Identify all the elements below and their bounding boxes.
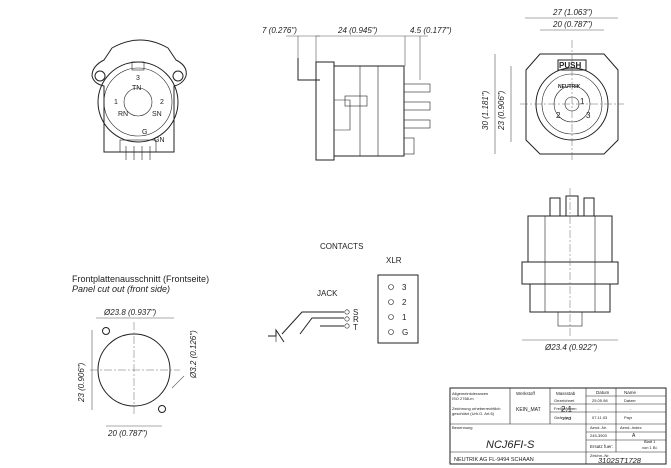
- end-dim-label: 23 (0.906"): [497, 90, 506, 131]
- end-pin-label: 1: [580, 97, 585, 106]
- jack-label: JACK: [317, 289, 338, 298]
- side-dim-label: 24 (0.945"): [337, 26, 378, 35]
- aend-nr-value: 245-3903: [590, 433, 608, 438]
- front-pin-label: SN: [152, 111, 162, 118]
- aend-index-label: Aend.-Index: [620, 425, 642, 430]
- end-dim-label: 30 (1.181"): [481, 90, 490, 130]
- row-name: Payr: [624, 415, 633, 420]
- contacts-title: CONTACTS: [320, 242, 363, 251]
- scale-value: 2:1: [561, 405, 573, 414]
- material-value: KEIN_MAT: [516, 407, 541, 413]
- ersatz-label: Ersatz fuer:: [590, 444, 613, 449]
- panel-dim-label: Ø3.2 (0.126"): [189, 330, 198, 379]
- xlr-pin: G: [402, 328, 408, 337]
- panel-dim-label: Ø23.8 (0.937"): [103, 308, 157, 317]
- end-view: 27 (1.063") 20 (0.787") 30 (1.181") 23 (…: [481, 8, 624, 160]
- row-name: Datzer: [624, 398, 636, 403]
- tb-note: ISO 2768-m: [452, 396, 474, 401]
- xlr-label: XLR: [386, 256, 402, 265]
- sheet-of: von 1 Bl.: [642, 445, 658, 450]
- jack-pin: T: [353, 323, 358, 332]
- panel-cutout: Frontplattenausschnitt (Frontseite) Pane…: [72, 274, 209, 438]
- header-name: Name: [624, 390, 637, 395]
- zeichnr-label: Zeichn.-Nr.: [590, 453, 610, 458]
- panel-title-en: Panel cut out (front side): [72, 284, 170, 294]
- scale-label: Massstab: [556, 391, 576, 396]
- row-label: Freigegeben: [554, 406, 576, 411]
- aend-nr-label: Aend.-Nr.: [590, 425, 607, 430]
- brand-label: NEUTRIK: [558, 84, 581, 90]
- push-label: PUSH: [559, 61, 581, 70]
- row-name: -: [630, 406, 632, 411]
- row-date: 25.05.98: [592, 398, 608, 403]
- panel-title-de: Frontplattenausschnitt (Frontseite): [72, 274, 209, 284]
- front-pin-label: 2: [160, 99, 164, 106]
- front-pin-label: 3: [136, 75, 140, 82]
- panel-dim-label: 23 (0.906"): [77, 362, 86, 403]
- title-block: Allgemeintoleranzen ISO 2768-m Zeichnung…: [449, 387, 667, 465]
- row-date: 07.11.03: [592, 415, 608, 420]
- xlr-pin: 2: [402, 298, 407, 307]
- row-label: Gezeichnet: [554, 398, 575, 403]
- header-date: Datum: [596, 390, 610, 395]
- end-dim-label: 27 (1.063"): [552, 8, 593, 17]
- sheet-label: Blatt 1: [644, 439, 656, 444]
- xlr-pin: 1: [402, 313, 407, 322]
- front-pin-label: G: [142, 129, 147, 136]
- side-dim-label: 7 (0.276"): [262, 26, 297, 35]
- tb-note: Zeichnung urheberrechtlich: [452, 406, 500, 411]
- row-date: -: [598, 406, 600, 411]
- front-pin-label: TN: [132, 85, 141, 92]
- aend-index-value: A: [632, 433, 636, 439]
- front-pin-label: GN: [154, 137, 165, 144]
- drawing-number: 3102ST1728: [598, 456, 642, 465]
- side-view: 7 (0.276") 24 (0.945") 4.5 (0.177"): [262, 26, 452, 161]
- row-label: Geändert: [554, 415, 572, 420]
- company-name: NEUTRIK AG FL-9494 SCHAAN: [454, 457, 534, 463]
- end-dim-label: 20 (0.787"): [552, 20, 593, 29]
- tb-note: Benennung: [452, 425, 472, 430]
- end-pin-label: 2: [556, 111, 561, 120]
- jack-pin: S: [353, 308, 358, 317]
- xlr-pin: 3: [402, 283, 407, 292]
- front-view: TN RN SN 1 2 3 G GN: [91, 39, 187, 160]
- material-label: Werkstoff: [516, 391, 536, 396]
- tb-note: geschützt (Urh.G. Art.6): [452, 411, 495, 416]
- jack-symbol: [268, 328, 285, 343]
- tb-note: Allgemeintoleranzen: [452, 391, 488, 396]
- front-pin-label: RN: [118, 111, 128, 118]
- jack-pin: R: [353, 315, 359, 324]
- contacts-diagram: CONTACTS XLR JACK 3 2 1 G S R T: [268, 242, 419, 344]
- end-pin-label: 3: [586, 111, 591, 120]
- xlr-block: [377, 274, 419, 344]
- front-pin-label: 1: [114, 99, 118, 106]
- scale-sub: 1:A3: [562, 416, 572, 421]
- rear-view: Ø23.4 (0.922"): [521, 188, 619, 352]
- part-name: NCJ6FI-S: [486, 439, 535, 451]
- panel-dim-label: 20 (0.787"): [107, 429, 148, 438]
- side-dim-label: 4.5 (0.177"): [410, 26, 452, 35]
- rear-dim-label: Ø23.4 (0.922"): [544, 343, 598, 352]
